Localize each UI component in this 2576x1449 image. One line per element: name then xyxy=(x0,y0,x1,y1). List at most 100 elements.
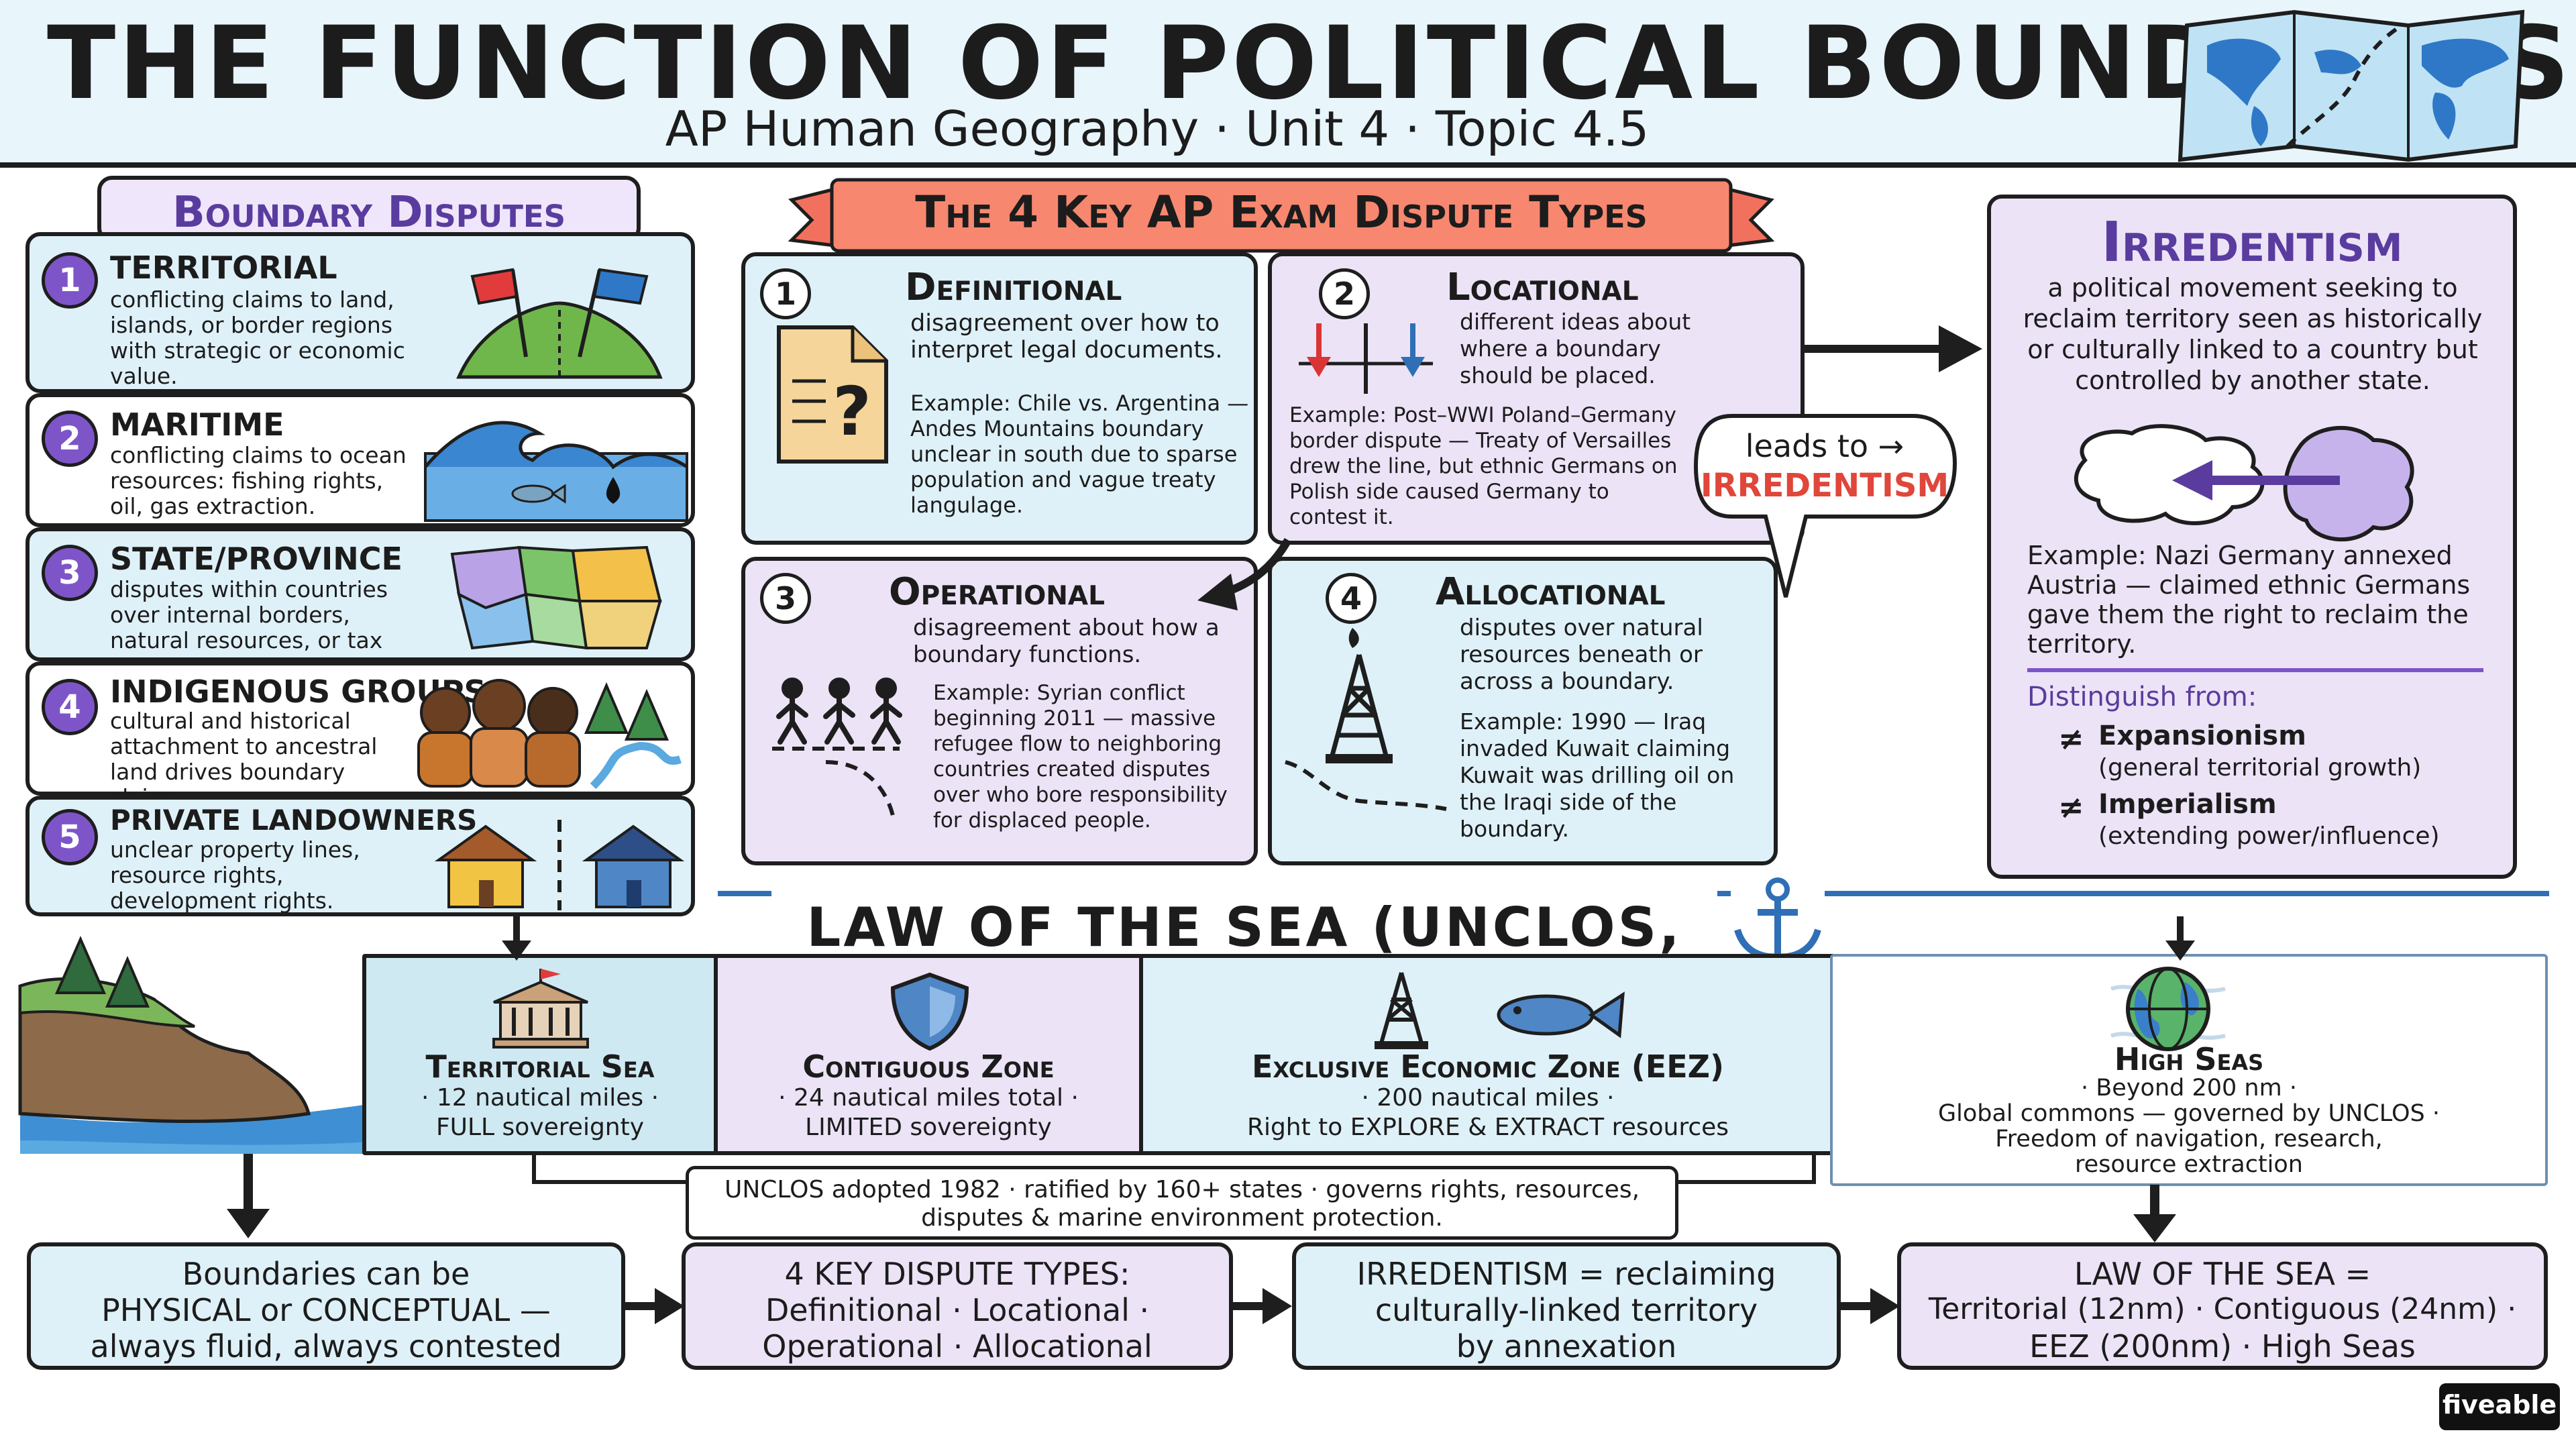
speech-bubble xyxy=(1693,414,1957,598)
zone-name: Exclusive Economic Zone (EEZ) xyxy=(1251,1049,1725,1085)
zone-eez: Exclusive Economic Zone (EEZ) · 200 naut… xyxy=(1139,954,1837,1155)
key-type-example: Example: Post–WWI Poland–Germany border … xyxy=(1289,403,1678,529)
oil-rig-icon xyxy=(1375,972,1428,1049)
irredentism-title: Irredentism xyxy=(2101,211,2403,274)
dispute-item-maritime: 2 MARITIME conflicting claims to ocean r… xyxy=(25,393,695,527)
irredentism-divider xyxy=(2027,668,2483,672)
dispute-number-badge: 2 xyxy=(42,411,98,467)
not-equal-icon: ≠ xyxy=(2058,789,2084,825)
fish-icon xyxy=(1497,991,1625,1038)
summary-line: Territorial (12nm) · Contiguous (24nm) · xyxy=(1928,1292,2517,1326)
ocean-wave-icon xyxy=(424,421,688,522)
dispute-text: conflicting claims to ocean resources: f… xyxy=(110,442,407,519)
zone-name: Territorial Sea xyxy=(425,1049,655,1085)
unclos-note: UNCLOS adopted 1982 · ratified by 160+ s… xyxy=(686,1166,1678,1240)
dispute-title: TERRITORIAL xyxy=(110,250,337,286)
dispute-number-badge: 4 xyxy=(42,679,98,735)
indigenous-people-icon xyxy=(417,679,682,790)
distinguish-term: Imperialism xyxy=(2098,789,2277,820)
key-type-allocational: 4 Allocational disputes over natural res… xyxy=(1268,557,1778,865)
fiveable-logo: fiveable xyxy=(2439,1383,2560,1430)
key-type-title: Locational xyxy=(1446,266,1639,309)
summary-line: 4 KEY DISPUTE TYPES: xyxy=(784,1256,1130,1292)
unclos-note-line2: disputes & marine environment protection… xyxy=(921,1204,1443,1232)
key-type-title: Operational xyxy=(889,570,1105,614)
distinguish-note: (extending power/influence) xyxy=(2098,822,2440,850)
zone-distance: · Beyond 200 nm · xyxy=(2081,1075,2297,1102)
irredentism-definition: a political movement seeking to reclaim … xyxy=(2023,273,2483,395)
fiveable-logo-text: fiveable xyxy=(2442,1390,2557,1419)
government-building-icon xyxy=(492,969,589,1049)
summary-line: IRREDENTISM = reclaiming xyxy=(1356,1256,1776,1292)
distinguish-term: Expansionism xyxy=(2098,720,2306,751)
summary-line: culturally-linked territory xyxy=(1375,1292,1758,1328)
summary-irredentism: IRREDENTISM = reclaiming culturally-link… xyxy=(1292,1242,1841,1370)
summary-dispute-types: 4 KEY DISPUTE TYPES: Definitional · Loca… xyxy=(682,1242,1233,1370)
refugees-walking-icon xyxy=(772,678,902,816)
zone-territorial-sea: Territorial Sea · 12 nautical miles · FU… xyxy=(362,954,718,1155)
annexation-map-icon xyxy=(2074,424,2414,542)
zone-distance: · 24 nautical miles total · xyxy=(778,1084,1079,1112)
arrow-to-irredentism xyxy=(1805,325,1982,372)
shield-icon xyxy=(890,972,969,1051)
zone-freedoms-cont: resource extraction xyxy=(2075,1151,2303,1178)
summary-boundaries: Boundaries can be PHYSICAL or CONCEPTUAL… xyxy=(27,1242,625,1370)
unclos-note-line1: UNCLOS adopted 1982 · ratified by 160+ s… xyxy=(724,1176,1640,1203)
key-types-banner-title: The 4 Key AP Exam Dispute Types xyxy=(915,186,1648,238)
coast-cliff-illustration xyxy=(18,936,396,1154)
header-bar: THE FUNCTION OF POLITICAL BOUNDARIES AP … xyxy=(0,0,2576,168)
summary-line: EEZ (200nm) · High Seas xyxy=(2029,1328,2416,1364)
key-type-desc: different ideas about where a boundary s… xyxy=(1460,309,1691,388)
zone-sovereignty: LIMITED sovereignty xyxy=(805,1114,1052,1141)
key-type-desc: disagreement about how a boundary functi… xyxy=(913,614,1220,668)
irredentism-panel: Irredentism a political movement seeking… xyxy=(1987,195,2517,879)
dispute-title: STATE/PROVINCE xyxy=(110,541,402,577)
zone-name: High Seas xyxy=(2114,1041,2264,1077)
dispute-number-badge: 1 xyxy=(42,252,98,309)
world-map-icon xyxy=(2178,9,2525,162)
irredentism-example: Example: Nazi Germany annexed Austria — … xyxy=(2027,541,2471,659)
oil-derrick-icon xyxy=(1285,628,1447,811)
summary-arrow xyxy=(1233,1288,1292,1324)
zone-high-seas: High Seas · Beyond 200 nm · Global commo… xyxy=(1830,954,2548,1186)
arrow-coast-to-summary xyxy=(227,1154,270,1238)
dispute-item-private-landowners: 5 PRIVATE LANDOWNERS unclear property li… xyxy=(25,796,695,916)
key-type-number: 3 xyxy=(760,573,811,624)
key-type-number: 2 xyxy=(1319,268,1370,319)
key-type-example: Example: Chile vs. Argentina — Andes Mou… xyxy=(910,390,1249,518)
summary-line: Boundaries can be xyxy=(182,1256,470,1292)
dispute-item-indigenous: 4 INDIGENOUS GROUPS cultural and histori… xyxy=(25,661,695,810)
summary-line: Operational · Allocational xyxy=(762,1328,1152,1364)
bubble-leads-to: leads to → xyxy=(1745,428,1904,464)
zone-freedoms: Freedom of navigation, research, xyxy=(1995,1126,2383,1152)
zone-distance: · 12 nautical miles · xyxy=(421,1084,659,1112)
key-type-title: Definitional xyxy=(905,266,1122,309)
boundary-disputes-heading: Boundary Disputes xyxy=(172,188,566,237)
key-type-locational: 2 Locational different ideas about where… xyxy=(1268,252,1805,545)
key-type-title: Allocational xyxy=(1436,570,1666,614)
distinguish-label: Distinguish from: xyxy=(2027,682,2257,712)
houses-icon xyxy=(434,820,685,910)
dispute-item-state-province: 3 STATE/PROVINCE disputes within countri… xyxy=(25,527,695,679)
dispute-text: disputes within countries over internal … xyxy=(110,576,388,679)
summary-arrow xyxy=(1841,1288,1900,1324)
summary-line: Definitional · Locational · xyxy=(765,1292,1150,1328)
key-type-example: Example: Syrian conflict beginning 2011 … xyxy=(933,681,1228,833)
dispute-text: cultural and historical attachment to an… xyxy=(110,708,378,810)
summary-law-of-sea: LAW OF THE SEA = Territorial (12nm) · Co… xyxy=(1897,1242,2548,1370)
key-type-example: Example: 1990 — Iraq invaded Kuwait clai… xyxy=(1460,708,1735,842)
dispute-number-badge: 3 xyxy=(42,545,98,601)
hill-flags-icon xyxy=(456,268,663,379)
dispute-text: conflicting claims to land, islands, or … xyxy=(110,286,405,389)
key-type-definitional: 1 Definitional disagreement over how to … xyxy=(741,252,1258,545)
zone-name: Contiguous Zone xyxy=(802,1049,1055,1085)
summary-line: by annexation xyxy=(1456,1328,1677,1364)
dispute-item-territorial: 1 TERRITORIAL conflicting claims to land… xyxy=(25,232,695,393)
zone-sovereignty: FULL sovereignty xyxy=(435,1114,645,1141)
zone-governance: Global commons — governed by UNCLOS · xyxy=(1938,1100,2440,1127)
arrow-highseas-to-summary xyxy=(2133,1185,2176,1242)
document-question-icon: ? xyxy=(777,325,888,464)
key-type-operational: 3 Operational disagreement about how a b… xyxy=(741,557,1258,865)
province-map-icon xyxy=(450,545,662,650)
key-type-desc: disputes over natural resources beneath … xyxy=(1460,614,1703,695)
